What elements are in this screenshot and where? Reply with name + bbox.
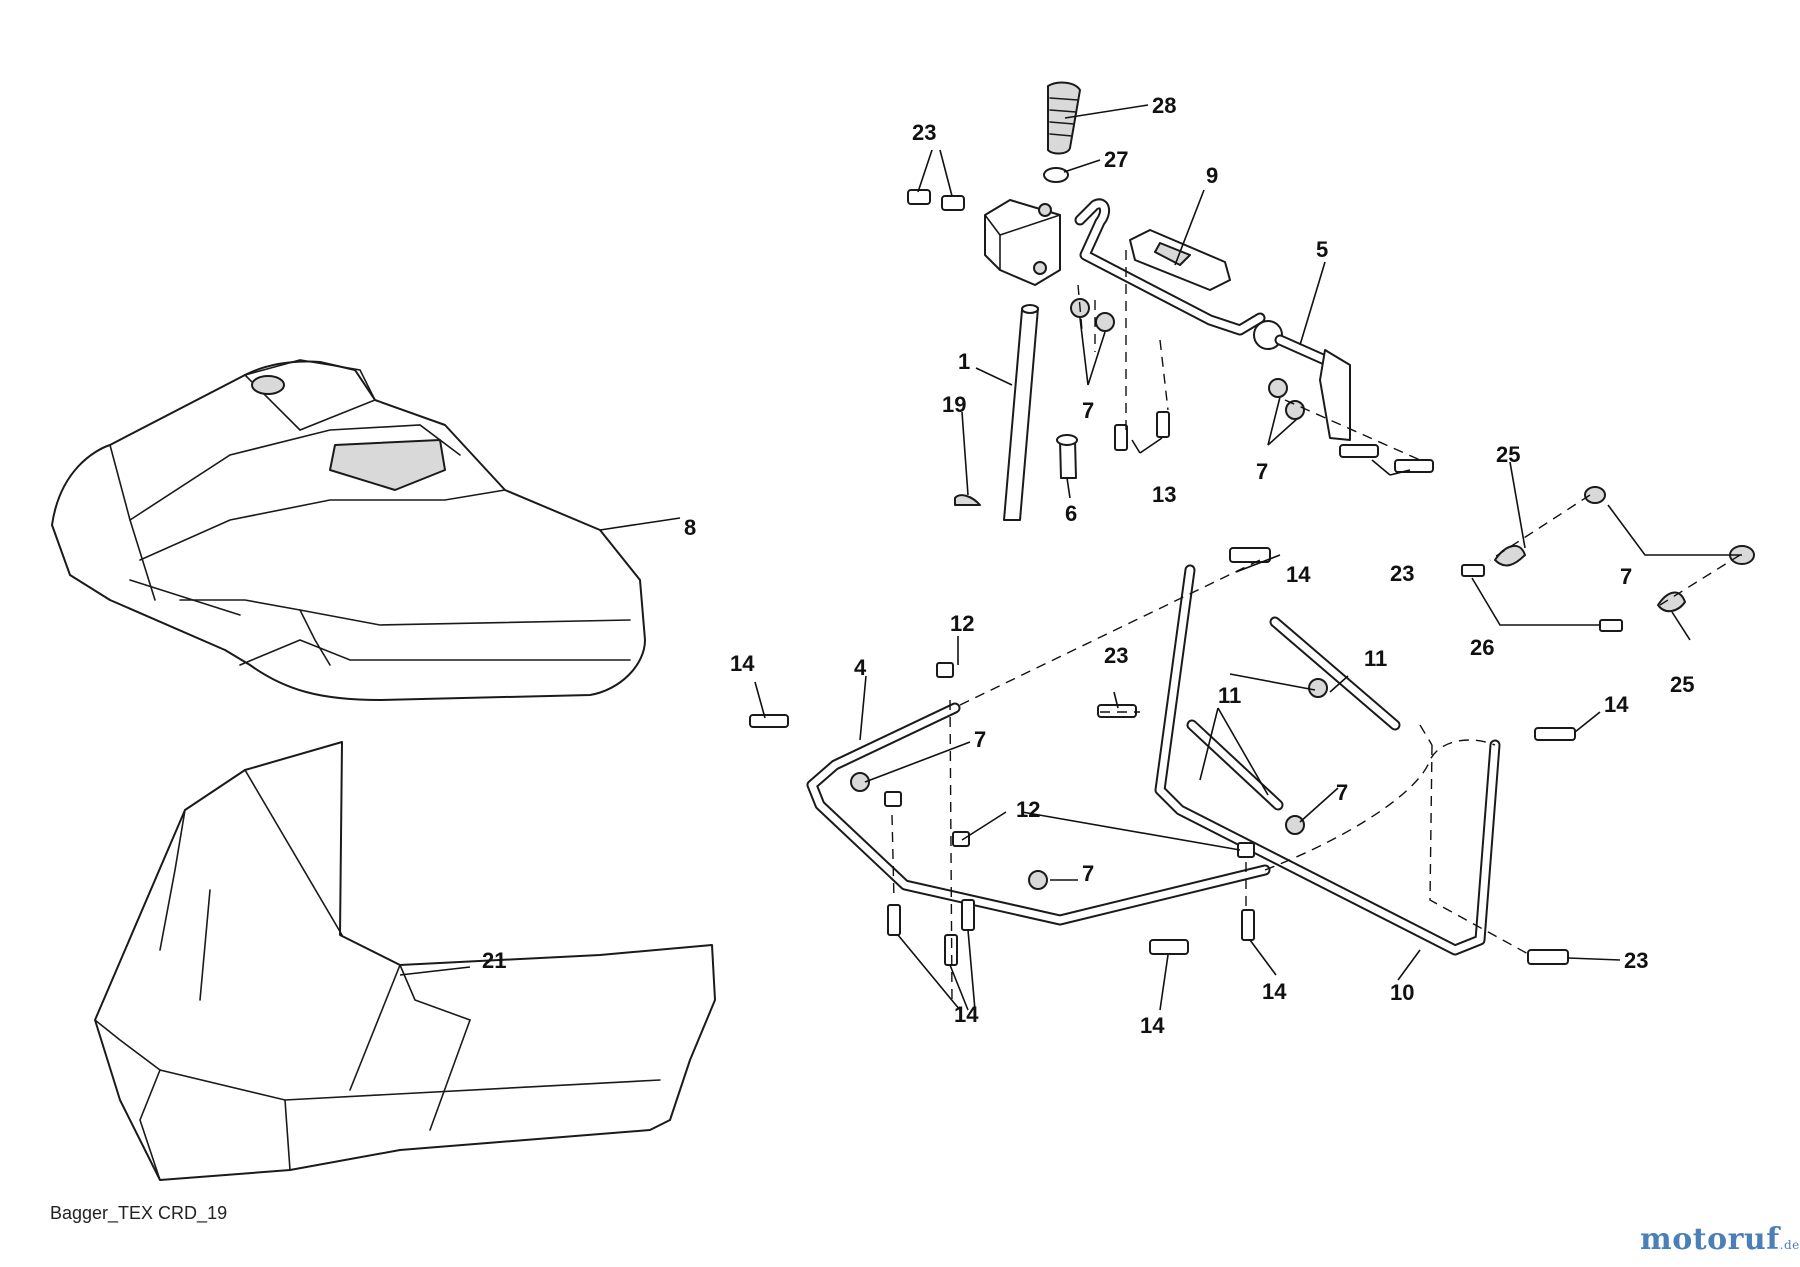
callout-7-lower-c: 7	[1082, 861, 1094, 886]
callout-1: 1	[958, 349, 970, 374]
callout-7-lower-a: 7	[974, 727, 986, 752]
callout-14-bottom-right: 14	[1262, 979, 1287, 1004]
callout-19: 19	[942, 392, 966, 417]
callout-8: 8	[684, 515, 696, 540]
support-rod	[1003, 304, 1039, 521]
callout-7-upper-left: 7	[1082, 398, 1094, 423]
callout-25-top: 25	[1496, 442, 1520, 467]
callout-23-mid: 23	[1390, 561, 1414, 586]
callout-11-left: 11	[1218, 683, 1241, 708]
callout-7-upper-mid: 7	[1256, 459, 1268, 484]
callout-14-mid: 14	[1140, 1013, 1165, 1038]
bagger-lid	[51, 359, 646, 701]
callout-7-lower-b: 7	[1336, 780, 1348, 805]
callout-12-mid: 12	[1016, 797, 1040, 822]
bolt-6	[1056, 434, 1078, 479]
callout-14-group: 14	[954, 1002, 979, 1027]
callout-14-upper: 14	[1286, 562, 1311, 587]
frame-10	[1154, 564, 1501, 956]
figure-code: Bagger_TEX CRD_19	[50, 1203, 228, 1223]
callout-6: 6	[1065, 501, 1077, 526]
callout-25-bottom: 25	[1670, 672, 1694, 697]
callout-28: 28	[1152, 93, 1176, 118]
callout-13: 13	[1152, 482, 1176, 507]
callout-10: 10	[1390, 980, 1414, 1005]
callout-27: 27	[1104, 147, 1128, 172]
callout-12-top: 12	[950, 611, 974, 636]
frame-4	[806, 702, 1271, 926]
callout-21: 21	[482, 948, 506, 973]
callout-23-top: 23	[912, 120, 936, 145]
alignment-lines	[891, 250, 1741, 1001]
brand-logo-suffix: .de	[1779, 1238, 1800, 1252]
handle-grip	[1047, 81, 1081, 155]
brand-logo: motoruf.de	[1640, 1222, 1800, 1257]
washer-27	[1043, 167, 1069, 183]
leader-lines	[399, 104, 1742, 1011]
callout-14-right: 14	[1604, 692, 1629, 717]
callout-26: 26	[1470, 635, 1494, 660]
callout-5: 5	[1316, 237, 1328, 262]
callout-14-left: 14	[730, 651, 755, 676]
callout-7-right: 7	[1620, 564, 1632, 589]
brand-logo-text: motoruf	[1640, 1222, 1780, 1257]
hardware-upper	[907, 189, 1755, 632]
pivot-bracket	[984, 199, 1061, 286]
bagger-bag	[94, 741, 716, 1181]
callout-23-lower: 23	[1104, 643, 1128, 668]
callout-4: 4	[854, 655, 867, 680]
hardware-lower	[749, 547, 1576, 966]
callout-11-right: 11	[1364, 646, 1387, 671]
links-11	[1186, 616, 1401, 811]
cotter-pin-19	[954, 494, 981, 506]
callout-9: 9	[1206, 163, 1218, 188]
callouts: 28 27 23 9 5 1 19 7 6 13 7 23 25 7 26 25…	[482, 93, 1694, 1038]
lift-lever	[1074, 198, 1351, 441]
callout-23-bottom: 23	[1624, 948, 1648, 973]
